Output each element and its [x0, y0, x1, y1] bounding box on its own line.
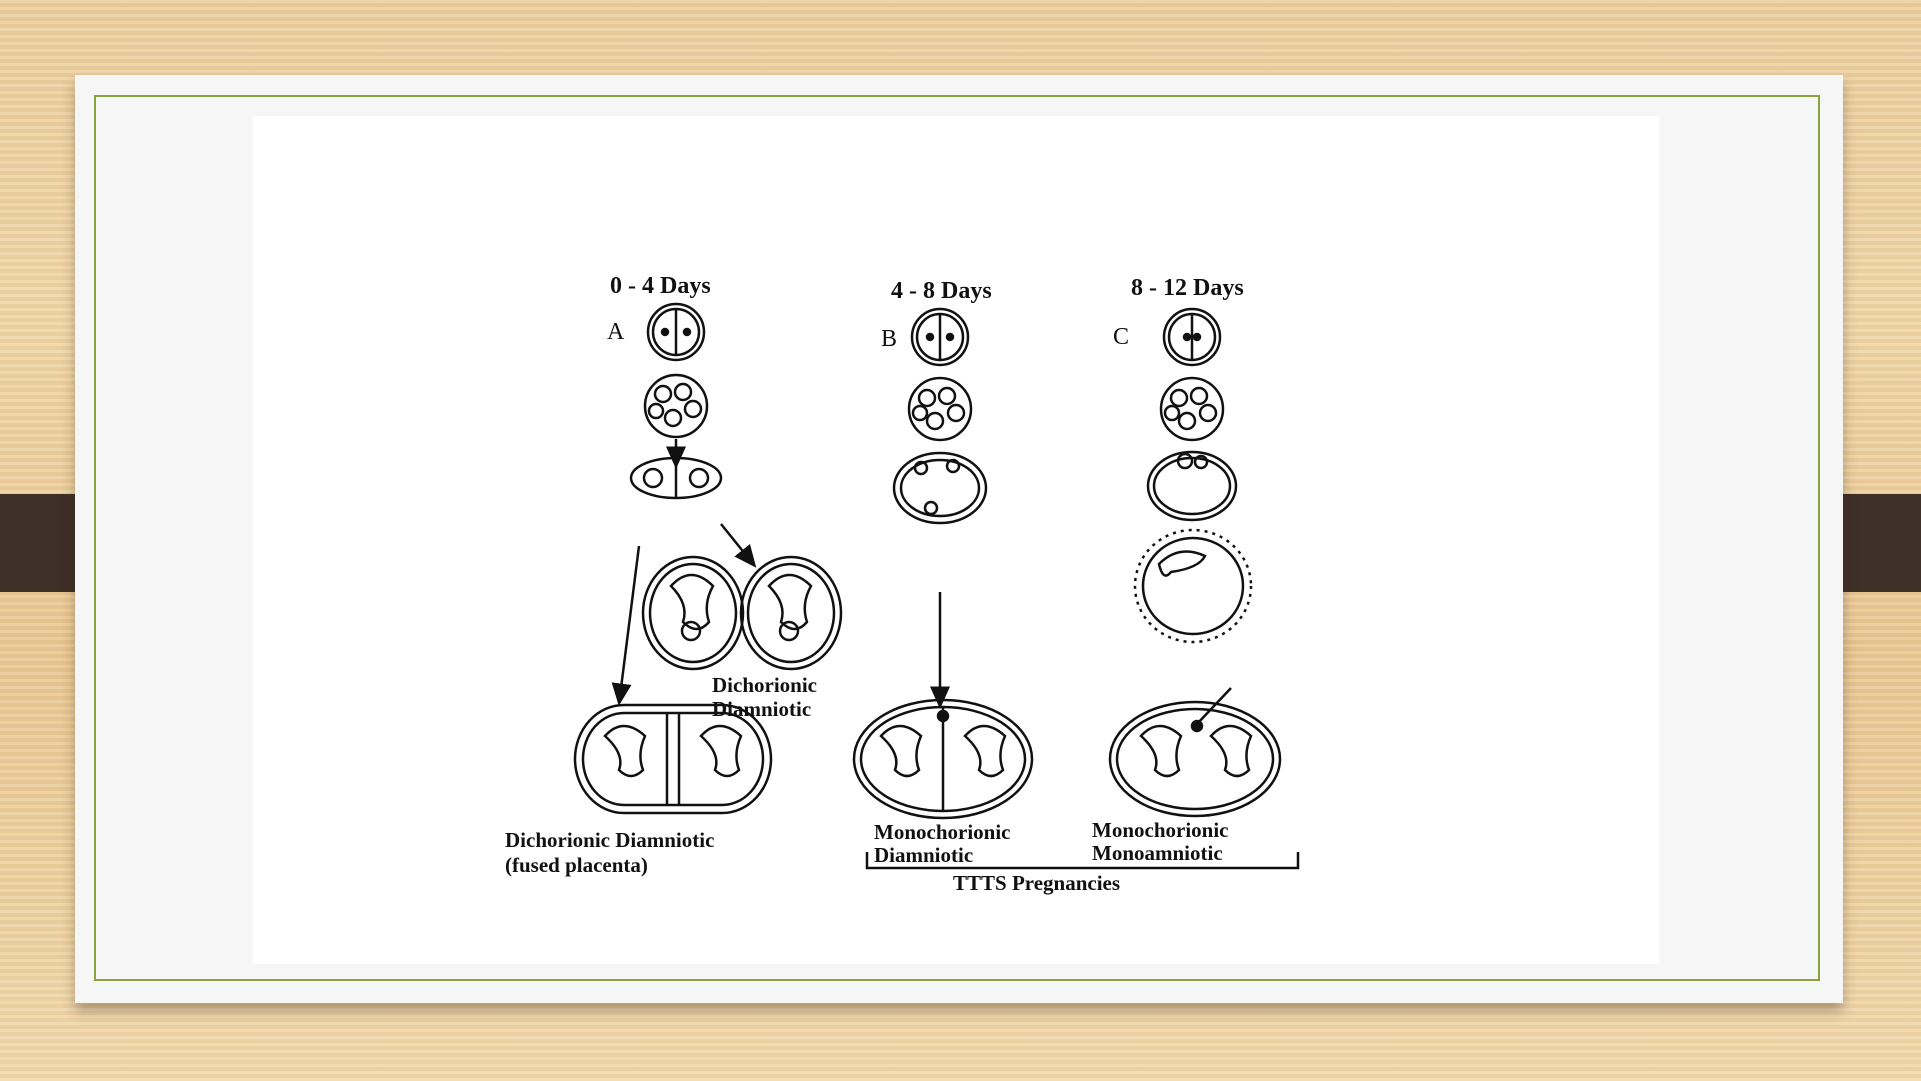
stage-b-letter: B — [881, 327, 897, 351]
two-cell-embryo-b — [912, 309, 968, 365]
caption-mono-di-line1: Monochorionic — [874, 820, 1011, 844]
stage-b-days: 4 - 8 Days — [891, 279, 992, 303]
caption-dichorionic-line1: Dichorionic — [712, 673, 817, 697]
caption-mono-mono-line1: Monochorionic — [1092, 818, 1229, 842]
monochorionic-diamniotic-twins — [854, 700, 1032, 818]
morula-c — [1161, 378, 1223, 440]
separate-placenta-twin-1 — [643, 557, 743, 669]
stage-c-letter: C — [1113, 325, 1129, 349]
stage-a-letter: A — [607, 320, 624, 344]
caption-fused-line1: Dichorionic Diamniotic — [505, 828, 714, 852]
separate-placenta-twin-2 — [741, 557, 841, 669]
split-blastocyst-a — [631, 458, 721, 498]
blastocyst-c — [1148, 452, 1236, 520]
arrow-to-separate-placentas — [721, 524, 750, 560]
two-cell-embryo-a — [648, 304, 704, 360]
arrow-to-fused-placenta — [620, 546, 639, 696]
blastocyst-b — [894, 453, 986, 523]
fused-placenta-twins — [575, 705, 771, 813]
monochorionic-monoamniotic-twins — [1110, 688, 1280, 816]
twinning-diagram: 0 - 4 Days 4 - 8 Days 8 - 12 Days A B C … — [253, 116, 1659, 964]
caption-ttts-group: TTTS Pregnancies — [953, 871, 1120, 895]
caption-fused-line2: (fused placenta) — [505, 853, 648, 877]
implanting-embryo-c — [1135, 530, 1251, 642]
two-cell-embryo-c — [1164, 309, 1220, 365]
caption-dichorionic-line2: Diamniotic — [712, 697, 811, 721]
morula-b — [909, 378, 971, 440]
slide: 0 - 4 Days 4 - 8 Days 8 - 12 Days A B C … — [75, 75, 1843, 1003]
stage-c-days: 8 - 12 Days — [1131, 276, 1244, 300]
caption-mono-di-line2: Diamniotic — [874, 843, 973, 867]
morula-a — [645, 375, 707, 437]
stage-a-days: 0 - 4 Days — [610, 274, 711, 298]
caption-mono-mono-line2: Monoamniotic — [1092, 841, 1223, 865]
